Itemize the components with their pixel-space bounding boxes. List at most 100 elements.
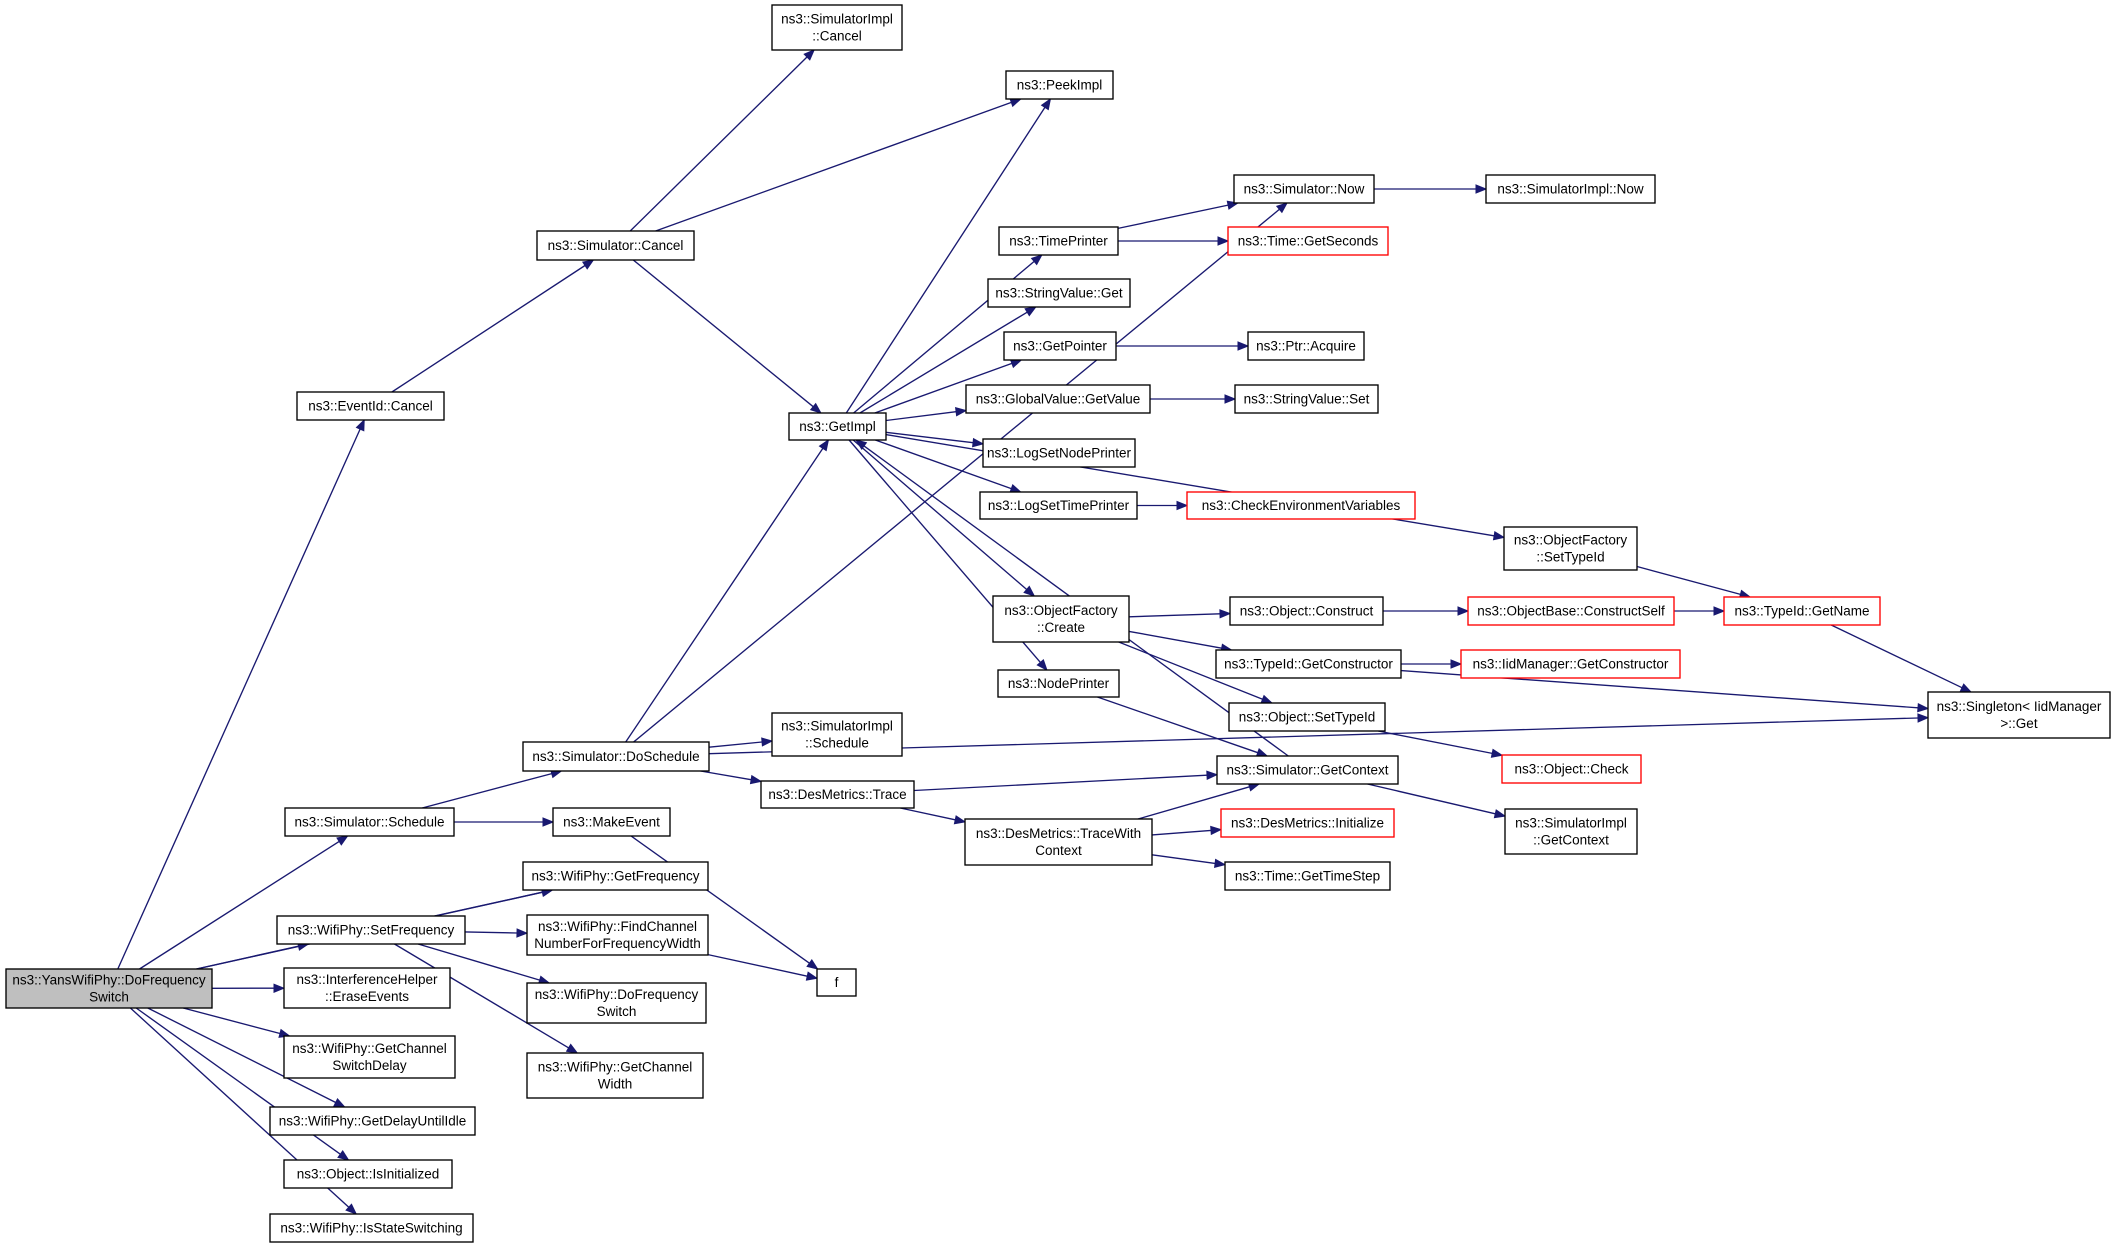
edge-arrowhead [345, 1203, 358, 1215]
node-obj-settypeid[interactable]: ns3::Object::SetTypeId [1228, 702, 1386, 732]
node-f[interactable]: f [816, 968, 857, 997]
node-desm-init[interactable]: ns3::DesMetrics::Initialize [1220, 808, 1395, 838]
node-sim-cancel[interactable]: ns3::Simulator::Cancel [536, 230, 695, 261]
node-box [788, 412, 887, 441]
node-label: ns3::PeekImpl [1017, 78, 1103, 93]
node-singleton-get[interactable]: ns3::Singleton< IidManager>::Get [1927, 691, 2111, 739]
edge-arrowhead [1214, 858, 1227, 868]
node-label: ns3::StringValue::Set [1244, 392, 1370, 407]
edge-getpointer-to-ptr-acquire [1116, 341, 1250, 351]
node-box [992, 595, 1130, 643]
edge-arrowhead [1457, 606, 1470, 616]
node-wp-getdelayidle[interactable]: ns3::WifiPhy::GetDelayUntilIdle [269, 1106, 476, 1136]
node-label: ns3::DesMetrics::Initialize [1231, 816, 1384, 831]
node-box [979, 491, 1138, 520]
edge-gv-getvalue-to-stringvalue-set [1150, 394, 1237, 404]
node-label: Switch [597, 1004, 637, 1019]
node-ih-erase[interactable]: ns3::InterferenceHelper::EraseEvents [283, 967, 451, 1009]
edge-wp-setfreq-to-wp-getchwidth [394, 943, 579, 1054]
node-simimpl-now[interactable]: ns3::SimulatorImpl::Now [1485, 174, 1656, 204]
node-obj-isinit[interactable]: ns3::Object::IsInitialized [283, 1159, 453, 1189]
node-box [526, 982, 707, 1024]
edge-obj-construct-to-objbase-constructself [1383, 606, 1470, 616]
node-of-create[interactable]: ns3::ObjectFactory::Create [992, 595, 1130, 643]
node-label: ns3::GetPointer [1013, 339, 1107, 354]
node-box [1460, 649, 1681, 679]
node-box [283, 1035, 456, 1079]
node-simimpl-getcontext[interactable]: ns3::SimulatorImpl::GetContext [1504, 808, 1638, 855]
node-stringvalue-set[interactable]: ns3::StringValue::Set [1234, 384, 1379, 414]
edge-line [391, 264, 586, 393]
node-typeid-getname[interactable]: ns3::TypeId::GetName [1723, 596, 1881, 626]
node-label: ns3::LogSetTimePrinter [988, 498, 1130, 513]
node-label: ns3::InterferenceHelper [296, 972, 438, 987]
node-box [816, 968, 857, 997]
node-label: ns3::TypeId::GetConstructor [1224, 657, 1393, 672]
node-time-gettimestep[interactable]: ns3::Time::GetTimeStep [1224, 861, 1391, 891]
node-peekimpl[interactable]: ns3::PeekImpl [1005, 70, 1114, 100]
node-label: ns3::SimulatorImpl [781, 719, 893, 734]
node-getimpl[interactable]: ns3::GetImpl [788, 412, 887, 441]
node-ptr-acquire[interactable]: ns3::Ptr::Acquire [1247, 331, 1365, 361]
edge-arrowhead [1475, 184, 1488, 194]
node-label: ::GetContext [1533, 833, 1609, 848]
node-simimpl-cancel[interactable]: ns3::SimulatorImpl::Cancel [771, 4, 903, 51]
node-makeevent[interactable]: ns3::MakeEvent [552, 807, 671, 837]
node-sim-getcontext[interactable]: ns3::Simulator::GetContext [1216, 755, 1399, 785]
node-nodeprinter[interactable]: ns3::NodePrinter [997, 669, 1120, 698]
node-box [1504, 808, 1638, 855]
node-stringvalue-get[interactable]: ns3::StringValue::Get [987, 278, 1131, 308]
node-sim-schedule[interactable]: ns3::Simulator::Schedule [284, 807, 455, 837]
node-label: ns3::Simulator::Now [1244, 182, 1365, 197]
node-timeprinter[interactable]: ns3::TimePrinter [998, 226, 1119, 256]
edge-arrowhead [1917, 703, 1930, 713]
edge-line [1137, 786, 1250, 820]
node-gv-getvalue[interactable]: ns3::GlobalValue::GetValue [965, 384, 1151, 414]
edge-desm-trace-to-sim-getcontext [913, 770, 1219, 792]
node-label: ns3::Time::GetSeconds [1238, 234, 1379, 249]
node-sim-doschedule[interactable]: ns3::Simulator::DoSchedule [522, 741, 710, 772]
node-obj-construct[interactable]: ns3::Object::Construct [1229, 596, 1384, 626]
edge-obj-settypeid-to-obj-check [1378, 730, 1504, 758]
node-typeid-getctor[interactable]: ns3::TypeId::GetConstructor [1215, 649, 1402, 679]
node-label: ns3::Time::GetTimeStep [1235, 869, 1380, 884]
node-box [987, 278, 1131, 308]
node-box [5, 968, 213, 1009]
node-label: ns3::WifiPhy::GetChannel [292, 1041, 447, 1056]
node-logsetnode[interactable]: ns3::LogSetNodePrinter [982, 438, 1136, 468]
node-wp-findch[interactable]: ns3::WifiPhy::FindChannelNumberForFreque… [526, 914, 709, 956]
edge-arrowhead [955, 407, 968, 417]
node-box [760, 780, 915, 809]
node-label: ns3::Simulator::Schedule [294, 815, 444, 830]
node-sim-now[interactable]: ns3::Simulator::Now [1233, 174, 1375, 204]
node-eventid-cancel[interactable]: ns3::EventId::Cancel [296, 391, 445, 421]
node-label: ns3::TypeId::GetName [1734, 604, 1869, 619]
node-getpointer[interactable]: ns3::GetPointer [1003, 331, 1117, 361]
node-time-getseconds[interactable]: ns3::Time::GetSeconds [1227, 226, 1389, 256]
node-of-settypeid[interactable]: ns3::ObjectFactory::SetTypeId [1503, 526, 1638, 571]
node-simimpl-schedule[interactable]: ns3::SimulatorImpl::Schedule [771, 712, 903, 757]
node-wp-getfreq[interactable]: ns3::WifiPhy::GetFrequency [522, 861, 709, 891]
edge-getimpl-to-peekimpl [845, 97, 1052, 414]
node-box [1927, 691, 2111, 739]
node-box [1224, 861, 1391, 891]
edge-line [422, 772, 552, 809]
node-iidmgr-getctor[interactable]: ns3::IidManager::GetConstructor [1460, 649, 1681, 679]
edge-of-create-to-typeid-getctor [1128, 630, 1233, 653]
edge-arrowhead [1490, 748, 1504, 758]
node-objbase-constructself[interactable]: ns3::ObjectBase::ConstructSelf [1467, 596, 1675, 626]
node-wp-setfreq[interactable]: ns3::WifiPhy::SetFrequency [276, 915, 466, 945]
node-obj-check[interactable]: ns3::Object::Check [1501, 754, 1642, 784]
node-desm-trace[interactable]: ns3::DesMetrics::Trace [760, 780, 915, 809]
node-label: ns3::WifiPhy::FindChannel [538, 919, 697, 934]
node-logsettime[interactable]: ns3::LogSetTimePrinter [979, 491, 1138, 520]
node-wp-isstatesw[interactable]: ns3::WifiPhy::IsStateSwitching [269, 1213, 474, 1243]
node-checkenv[interactable]: ns3::CheckEnvironmentVariables [1186, 491, 1416, 520]
node-label: ::SetTypeId [1536, 550, 1604, 565]
edge-line [632, 259, 814, 408]
